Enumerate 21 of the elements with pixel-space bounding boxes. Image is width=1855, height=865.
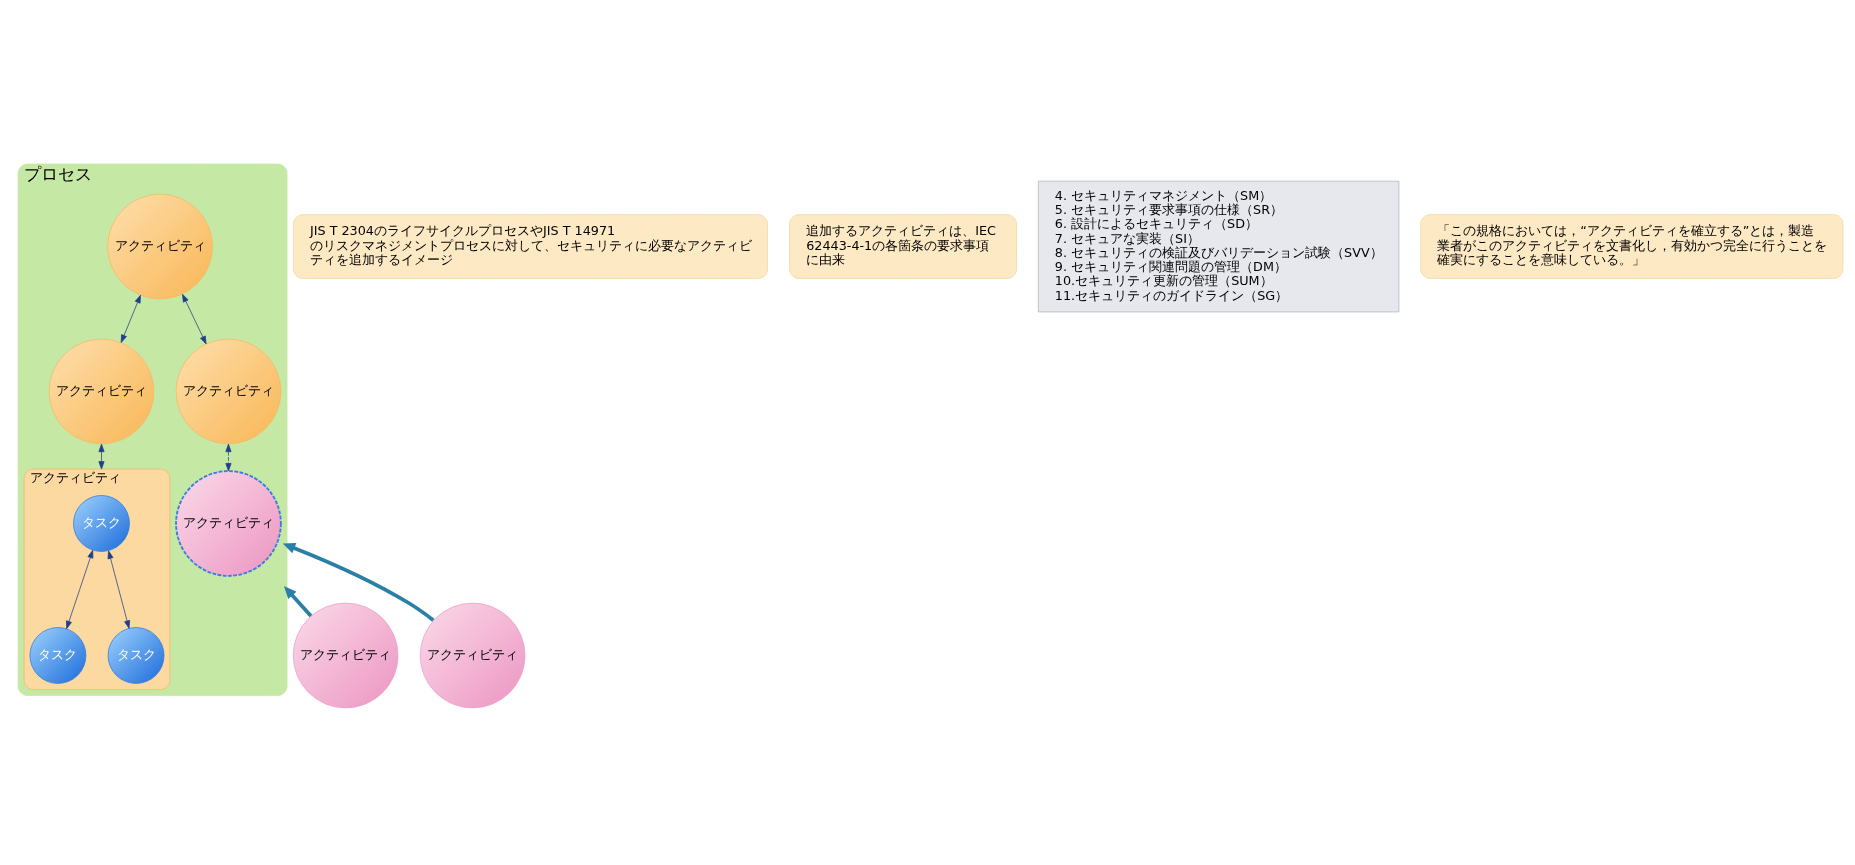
node-circle: アクティビティ [175, 469, 282, 577]
arrow [182, 293, 207, 344]
node-circle: アクティビティ [48, 338, 155, 444]
arrow [120, 294, 141, 343]
node-circle: アクティビティ [292, 602, 399, 708]
node-circle: アクティビティ [419, 602, 526, 708]
arrow [98, 443, 105, 469]
node-box: JIS T 2304のライフサイクルプロセスやJIS T 14971のリスクマネジメントプロセスに対して、セキュリティに必要なアクティビティを追加するイメージ [293, 213, 768, 279]
arrow [225, 443, 232, 471]
node-circle: アクティビティ [107, 193, 213, 299]
node-box: 追加するアクティビティは、IEC 62443-4-1の各箇条の要求事項に由来 [789, 213, 1017, 279]
node-circle: タスク [73, 494, 130, 552]
arrow [66, 549, 94, 629]
arrow [107, 550, 131, 629]
node-circle: アクティビティ [175, 338, 282, 444]
node-box: 4. セキュリティマネジメント（SM） 5. セキュリティ要求事項の仕様（SR） 6. 設計によるセキュリティ（SD） 7. セキュアな実装（SI） 8. セキュリティの検証及びバリデーション試験（SVV） 9. セキュリティ関連問題の管理（DM） 10.セキュリティ更新の管理（SUM） 11.セキュリティのガイドライン（SG） [1037, 180, 1400, 312]
node-box: 「この規格においては，“アクティビティを確立する”とは，製造業者がこのアクティビティを文書化し，有効かつ完全に行うことを確実にすることを意味している。」 [1420, 213, 1844, 279]
arrow [282, 542, 435, 622]
node-circle: タスク [29, 626, 87, 684]
arrow [283, 585, 313, 617]
node-circle: タスク [107, 626, 165, 684]
